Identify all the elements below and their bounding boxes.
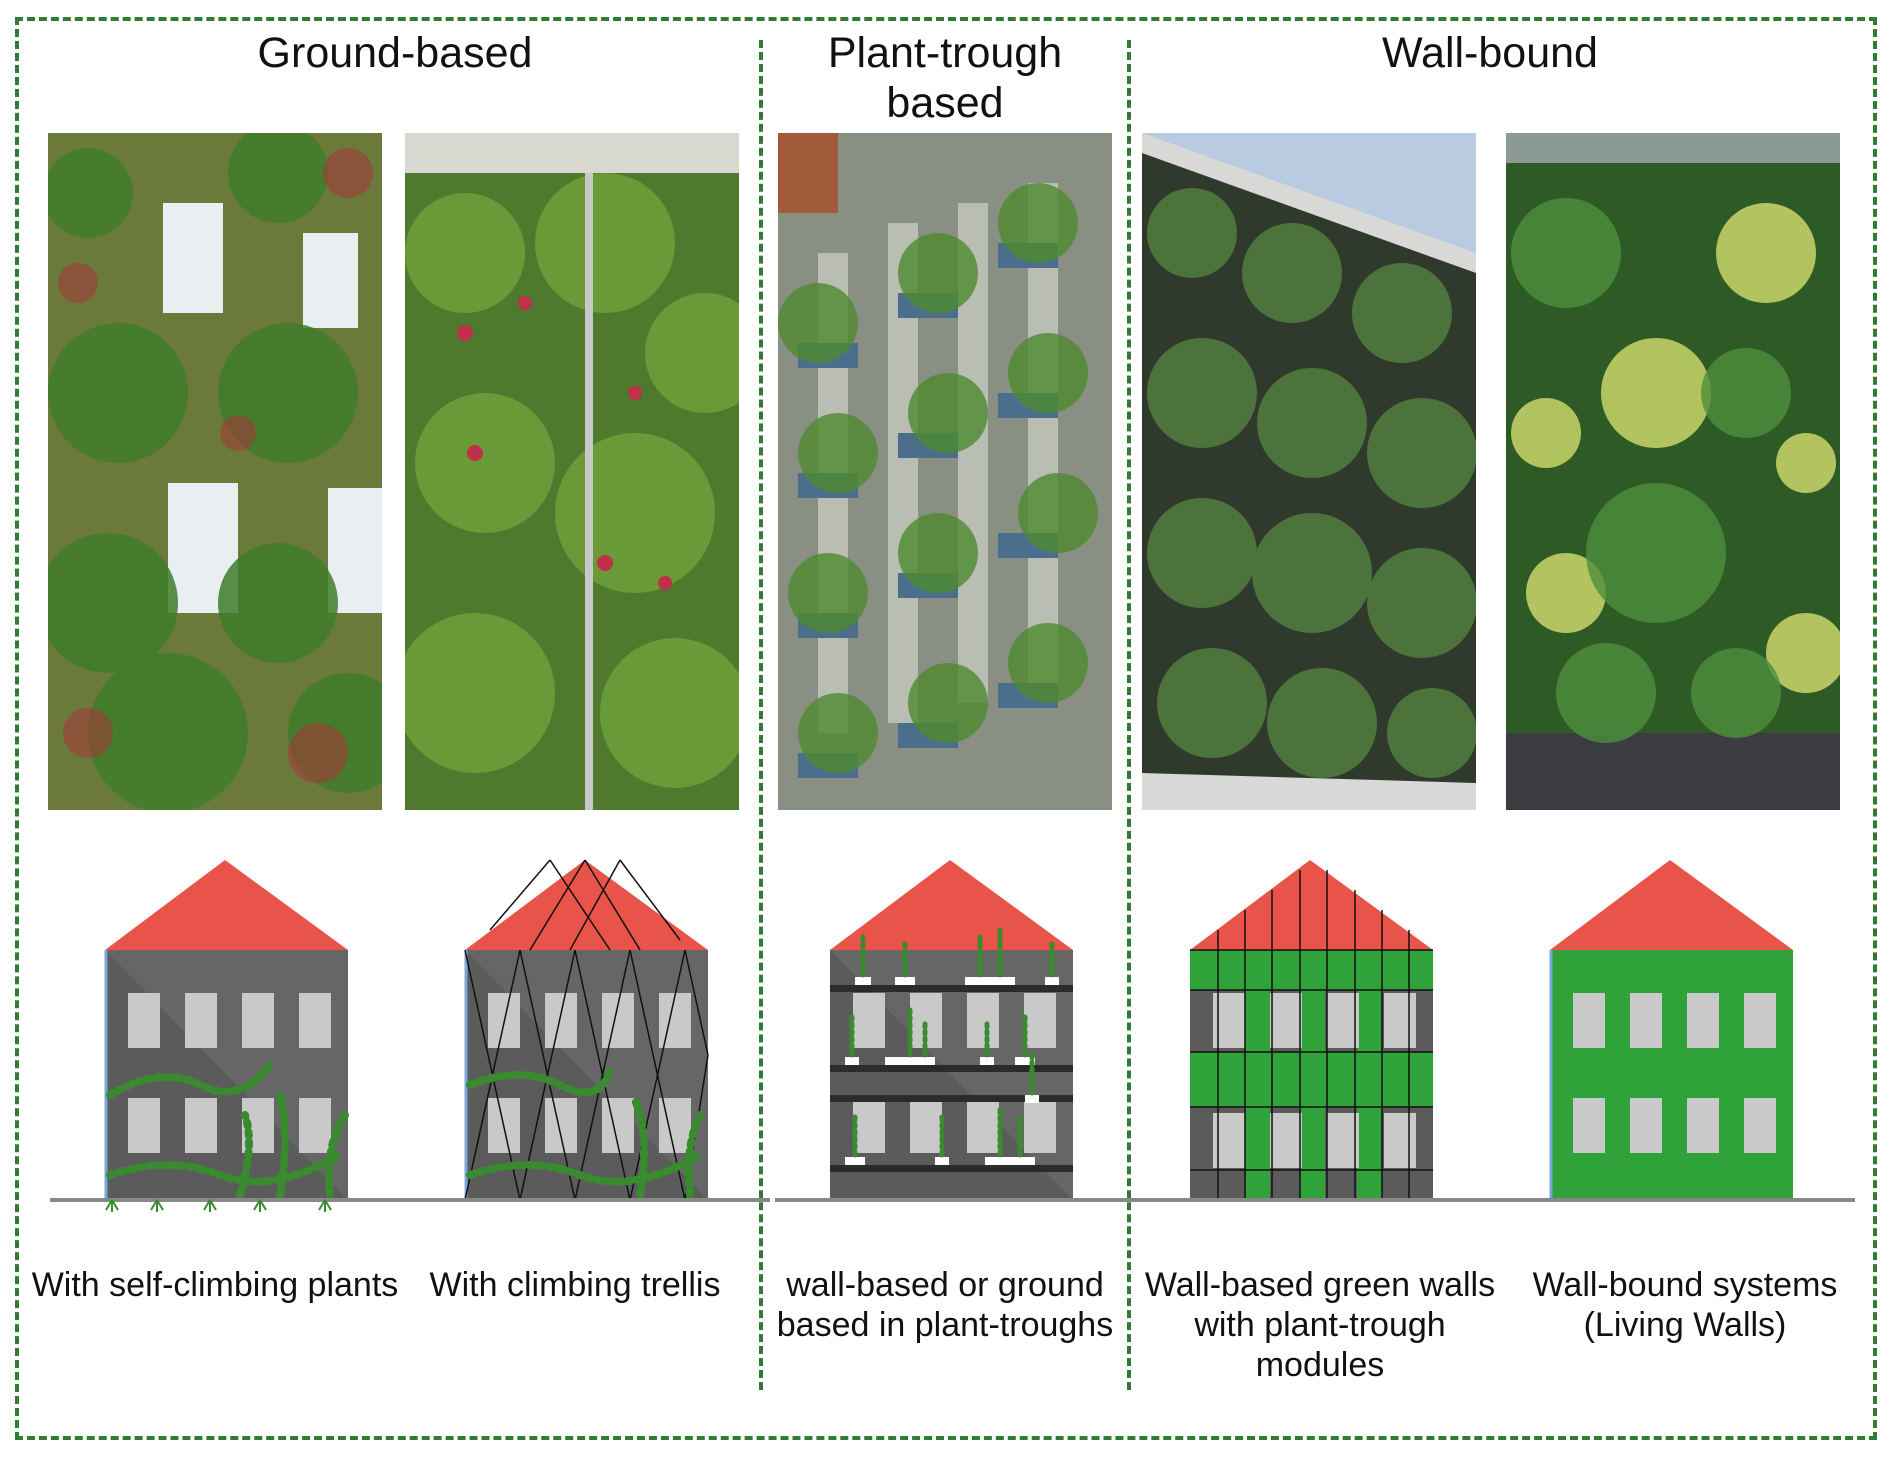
dashed-frame bbox=[15, 17, 1877, 1440]
caption-trough-modules: Wall-based green walls with plant-trough… bbox=[1144, 1266, 1496, 1384]
caption-climbing-trellis: With climbing trellis bbox=[429, 1266, 721, 1304]
photo-self-climbing-ivy bbox=[48, 133, 382, 810]
group-title-ground-based: Ground-based bbox=[257, 29, 533, 77]
caption-living-walls: Wall-bound systems (Living Walls) bbox=[1532, 1266, 1838, 1344]
photo-plant-troughs bbox=[778, 133, 1112, 810]
diagram-plant-troughs bbox=[775, 855, 1135, 1225]
diagram-self-climbing bbox=[50, 855, 410, 1225]
diagram-living-wall bbox=[1495, 855, 1855, 1225]
caption-plant-troughs: wall-based or ground based in plant-trou… bbox=[776, 1266, 1114, 1344]
caption-self-climbing: With self-climbing plants bbox=[31, 1266, 399, 1304]
photo-modular-green-wall bbox=[1142, 133, 1476, 810]
divider-1 bbox=[759, 40, 763, 1390]
diagram-trough-modules bbox=[1135, 855, 1495, 1225]
photo-climbing-trellis bbox=[405, 133, 739, 810]
group-title-plant-trough: Plant-trough based bbox=[827, 29, 1063, 127]
photo-living-wall bbox=[1506, 133, 1840, 810]
divider-2 bbox=[1127, 40, 1131, 1390]
diagram-climbing-trellis bbox=[410, 855, 770, 1225]
group-title-wall-bound: Wall-bound bbox=[1382, 29, 1598, 77]
